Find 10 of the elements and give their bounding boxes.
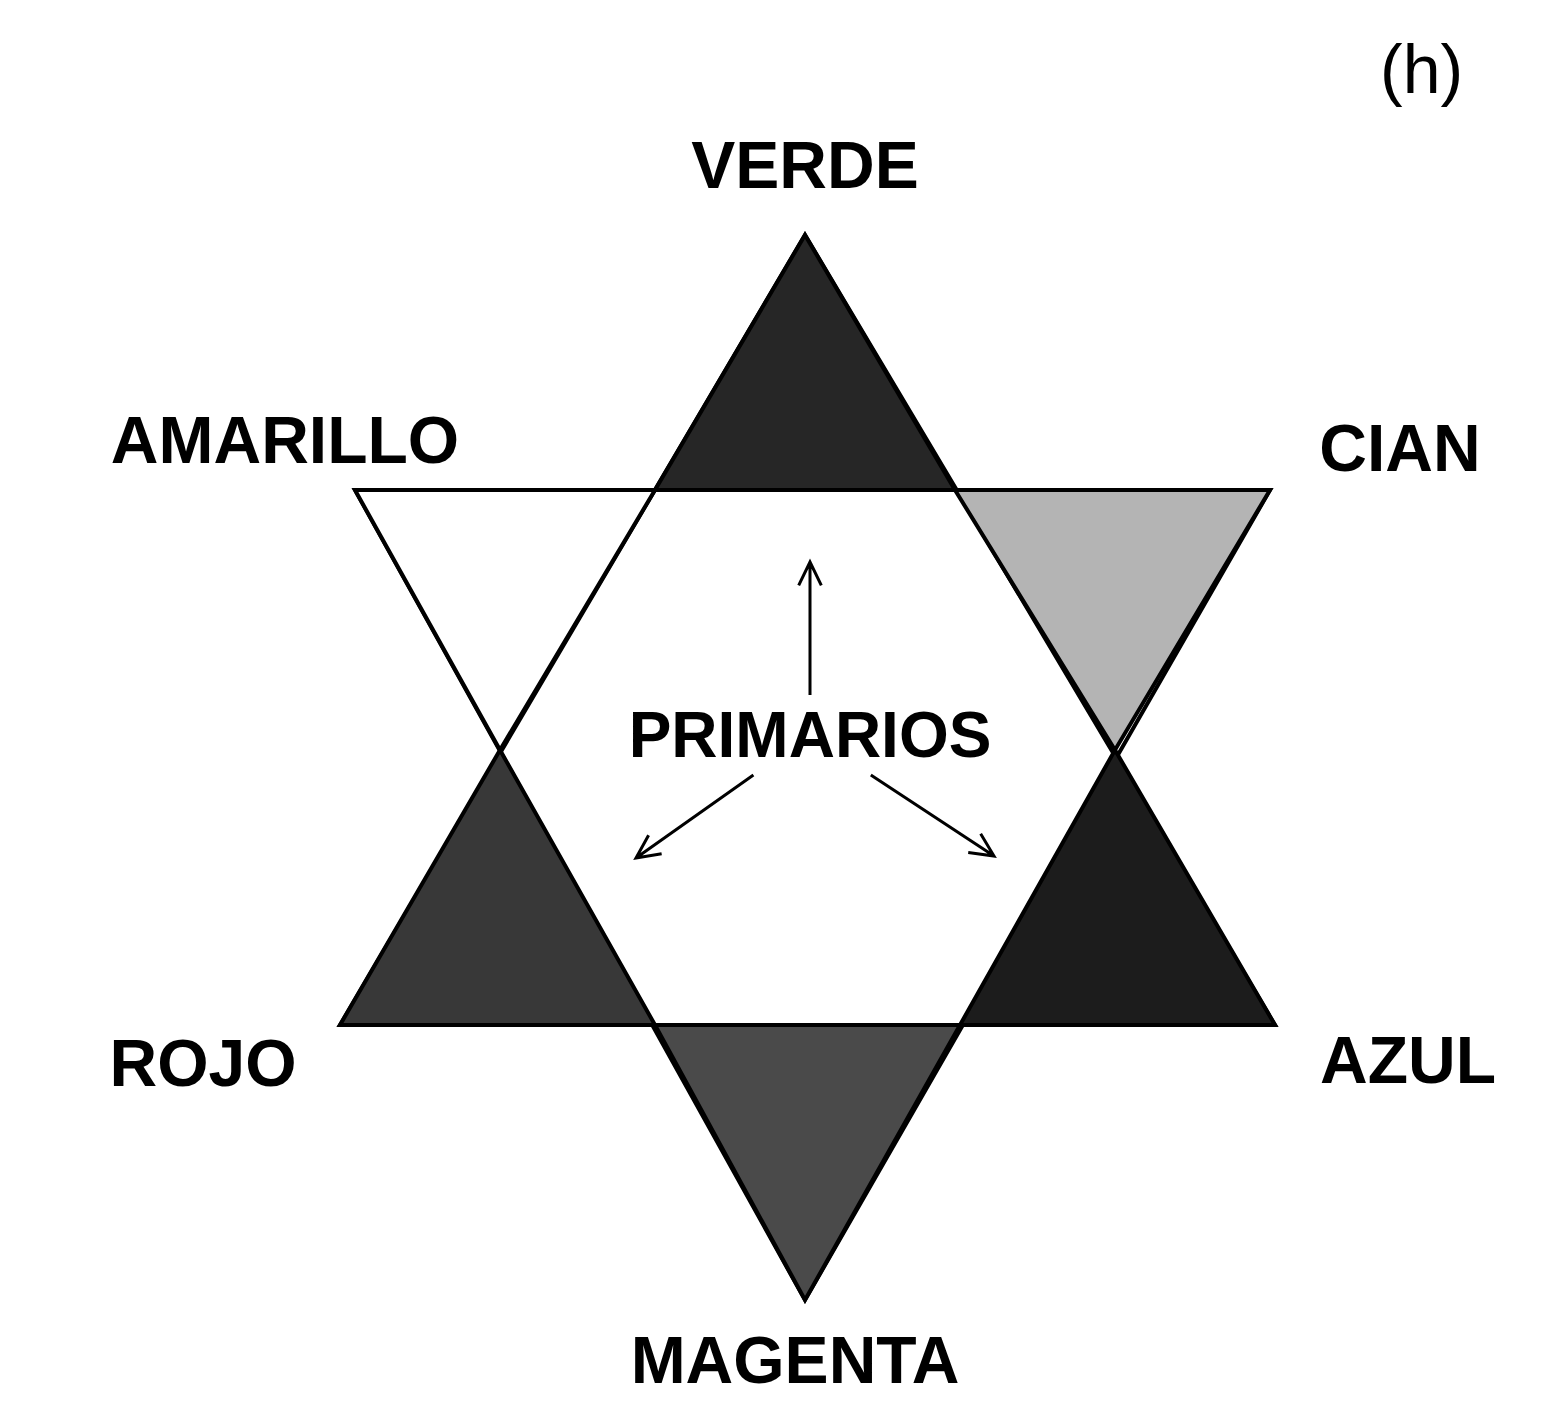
primaries-label: PRIMARIOS	[628, 703, 992, 767]
color-name: ROJO	[109, 1030, 297, 1096]
color-name: AZUL	[1320, 1027, 1496, 1093]
color-name: MAGENTA	[630, 1327, 960, 1393]
arrow	[869, 773, 997, 858]
color-name: CIAN	[1319, 415, 1481, 481]
color-name: VERDE	[691, 132, 919, 198]
color-name: AMARILLO	[110, 407, 460, 473]
arrow	[797, 558, 823, 697]
arrow	[633, 773, 755, 860]
